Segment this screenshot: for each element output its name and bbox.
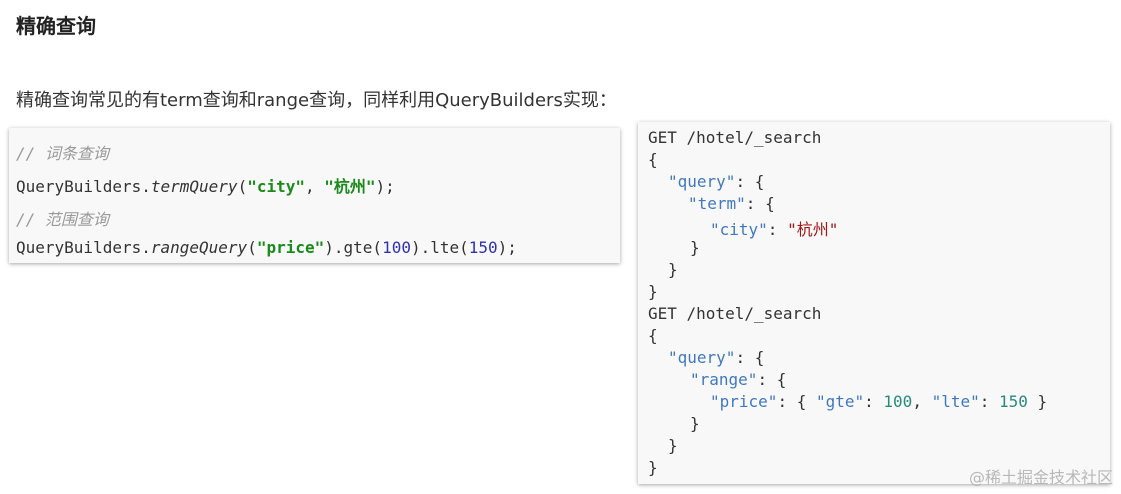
json-punct: ,: [912, 392, 932, 411]
java-close: );: [375, 177, 395, 196]
java-obj: QueryBuilders.: [16, 238, 151, 257]
site-watermark: @稀土掘金技术社区: [968, 468, 1113, 487]
json-punct: }: [1027, 392, 1048, 411]
java-method-term: termQuery: [150, 177, 238, 196]
json-city-line: "city": "杭州": [710, 216, 838, 240]
java-lte-num: 150: [468, 238, 498, 257]
json-punct: : {: [735, 172, 765, 191]
json-brace: }: [668, 436, 678, 455]
json-brace: {: [648, 150, 658, 169]
json-brace: }: [690, 414, 700, 433]
java-obj: QueryBuilders.: [16, 177, 151, 196]
java-arg-value: "杭州": [324, 177, 376, 196]
request-line-1: GET /hotel/_search: [648, 128, 822, 147]
java-gte-call: ).gte(: [324, 238, 383, 257]
java-gte-num: 100: [382, 238, 411, 257]
json-brace: }: [668, 260, 678, 279]
json-range-line: "range": {: [690, 370, 786, 389]
json-punct: :: [767, 220, 788, 239]
intro-paragraph: 精确查询常见的有term查询和range查询，同样利用QueryBuilders…: [16, 90, 617, 111]
java-method-range: rangeQuery: [150, 238, 248, 257]
json-term-line: "term": {: [688, 194, 775, 213]
json-key: "price": [710, 392, 778, 411]
section-heading: 精确查询: [16, 14, 96, 38]
java-close: );: [497, 238, 517, 257]
json-query-line: "query": {: [668, 348, 764, 367]
java-paren: (: [237, 177, 248, 196]
java-term-query-line: QueryBuilders.termQuery("city", "杭州");: [16, 173, 395, 197]
json-key: "lte": [931, 392, 980, 411]
request-line-2: GET /hotel/_search: [648, 304, 822, 323]
json-key: "city": [710, 220, 768, 239]
json-brace: {: [648, 326, 658, 345]
json-number: 150: [999, 392, 1028, 411]
java-comment-range: // 范围查询: [16, 210, 109, 229]
json-punct: :: [979, 392, 1000, 411]
json-key: "query": [668, 172, 736, 191]
json-key: "gte": [815, 392, 865, 411]
java-arg-field: "city": [247, 177, 305, 196]
java-comment-term: // 词条查询: [16, 144, 109, 163]
java-range-query-line: QueryBuilders.rangeQuery("price").gte(10…: [16, 238, 517, 257]
json-key: "query": [668, 348, 736, 367]
dsl-code-block: GET /hotel/_search { "query": { "term": …: [638, 122, 1110, 484]
json-key: "range": [690, 370, 758, 389]
java-code-block: // 词条查询 QueryBuilders.termQuery("city", …: [9, 128, 620, 263]
java-lte-call: ).lte(: [410, 238, 469, 257]
json-brace: }: [648, 282, 658, 301]
java-sep: ,: [305, 177, 325, 196]
json-brace: }: [648, 458, 658, 477]
json-number: 100: [883, 392, 913, 411]
json-punct: : {: [777, 392, 816, 411]
java-paren: (: [247, 238, 257, 257]
json-query-line: "query": {: [668, 172, 764, 191]
json-key: "term": [688, 194, 746, 213]
json-punct: : {: [757, 370, 787, 389]
json-punct: : {: [735, 348, 765, 367]
java-arg-field: "price": [256, 238, 325, 257]
json-brace: }: [690, 238, 700, 257]
json-punct: :: [864, 392, 884, 411]
json-punct: : {: [745, 194, 775, 213]
json-price-line: "price": { "gte": 100, "lte": 150 }: [710, 392, 1047, 411]
json-string-value: "杭州": [787, 220, 839, 239]
